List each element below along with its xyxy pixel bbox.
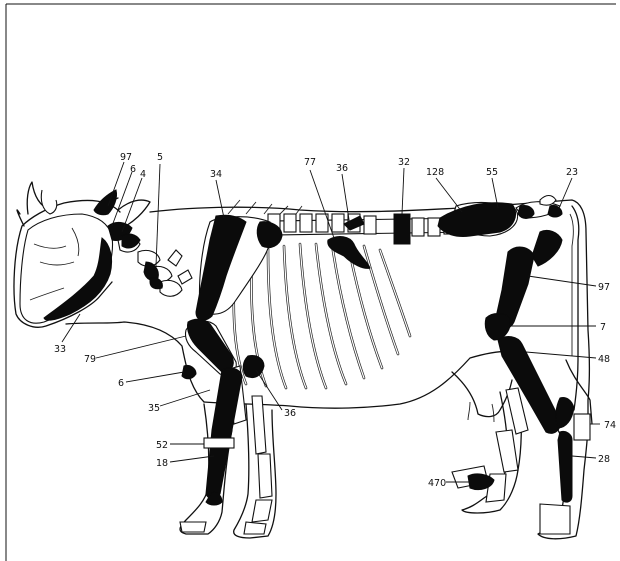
label-28: 28 <box>598 454 610 465</box>
label-18: 18 <box>156 458 168 469</box>
highlighted-regions <box>44 190 574 505</box>
label-4: 4 <box>140 169 146 180</box>
highlight-metatarsus <box>558 431 572 502</box>
label-79: 79 <box>84 354 96 365</box>
label-36-top: 36 <box>336 163 348 174</box>
label-470: 470 <box>428 478 446 489</box>
marker-74 <box>574 414 590 440</box>
highlight-lumbar <box>394 214 410 244</box>
highlight-tibia <box>498 337 560 434</box>
label-97-right: 97 <box>598 282 610 293</box>
highlight-radius <box>206 368 242 499</box>
highlight-poll <box>94 190 117 215</box>
label-35: 35 <box>148 403 160 414</box>
label-5: 5 <box>157 152 163 163</box>
highlight-hip <box>532 230 562 266</box>
label-74: 74 <box>604 420 616 431</box>
highlight-stifle <box>485 314 510 341</box>
label-7: 7 <box>600 322 606 333</box>
label-52: 52 <box>156 440 168 451</box>
label-6-left: 6 <box>118 378 124 389</box>
label-32: 32 <box>398 157 410 168</box>
label-6-top: 6 <box>130 164 136 175</box>
label-36-bottom: 36 <box>284 408 296 419</box>
marker-52 <box>204 438 234 448</box>
label-97-top: 97 <box>120 152 132 163</box>
label-77: 77 <box>304 157 316 168</box>
label-23: 23 <box>566 167 578 178</box>
label-128: 128 <box>426 167 444 178</box>
label-34: 34 <box>210 169 222 180</box>
label-33: 33 <box>54 344 66 355</box>
label-48: 48 <box>598 354 610 365</box>
label-55: 55 <box>486 167 498 178</box>
